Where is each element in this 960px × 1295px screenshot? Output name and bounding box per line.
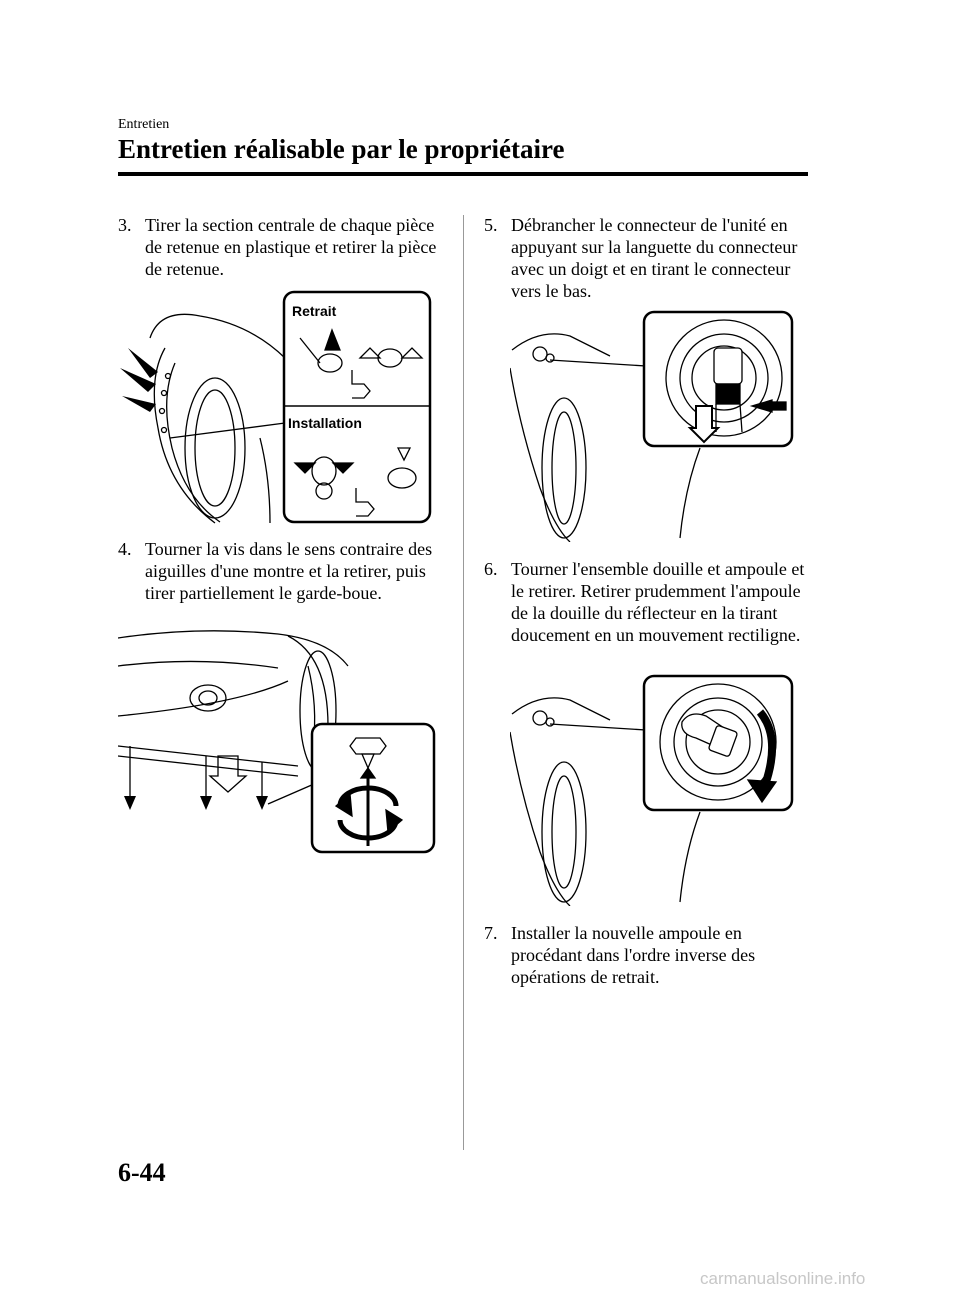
watermark: carmanualsonline.info bbox=[700, 1269, 866, 1288]
step-5: 5. Débrancher le connecteur de l'unité e… bbox=[484, 214, 814, 302]
page-title: Entretien réalisable par le propriétaire bbox=[118, 134, 565, 164]
step-text: Débrancher le connecteur de l'unité en a… bbox=[511, 215, 798, 301]
connector-figure bbox=[510, 310, 794, 542]
step-text: Tourner la vis dans le sens contraire de… bbox=[145, 539, 433, 603]
step-number: 4. bbox=[118, 539, 132, 559]
arrow-icon bbox=[122, 396, 156, 412]
step-text: Tourner l'ensemble douille et ampoule et… bbox=[511, 559, 805, 645]
step-number: 3. bbox=[118, 215, 132, 235]
screw-icon bbox=[124, 796, 268, 810]
arrow-icon bbox=[128, 348, 158, 378]
page-number: 6-44 bbox=[118, 1158, 166, 1187]
step-text: Tirer la section centrale de chaque pièc… bbox=[145, 215, 437, 279]
step-number: 5. bbox=[484, 215, 498, 235]
installation-label: Installation bbox=[288, 415, 362, 431]
title-rule bbox=[118, 172, 808, 176]
section-label: Entretien bbox=[118, 117, 170, 132]
column-divider bbox=[463, 215, 464, 1150]
step-6: 6. Tourner l'ensemble douille et ampoule… bbox=[484, 558, 814, 646]
step-number: 7. bbox=[484, 923, 498, 943]
removal-label: Retrait bbox=[292, 303, 337, 319]
step-number: 6. bbox=[484, 559, 498, 579]
step-3: 3. Tirer la section centrale de chaque p… bbox=[118, 214, 448, 280]
step-7: 7. Installer la nouvelle ampoule en proc… bbox=[484, 922, 814, 988]
step-text: Installer la nouvelle ampoule en procéda… bbox=[511, 923, 756, 987]
arrow-icon bbox=[120, 368, 156, 392]
screw-removal-figure bbox=[118, 630, 436, 854]
clip-removal-figure: Retrait Installation bbox=[120, 290, 432, 524]
step-4: 4. Tourner la vis dans le sens contraire… bbox=[118, 538, 448, 604]
bulb-removal-figure bbox=[510, 674, 794, 906]
